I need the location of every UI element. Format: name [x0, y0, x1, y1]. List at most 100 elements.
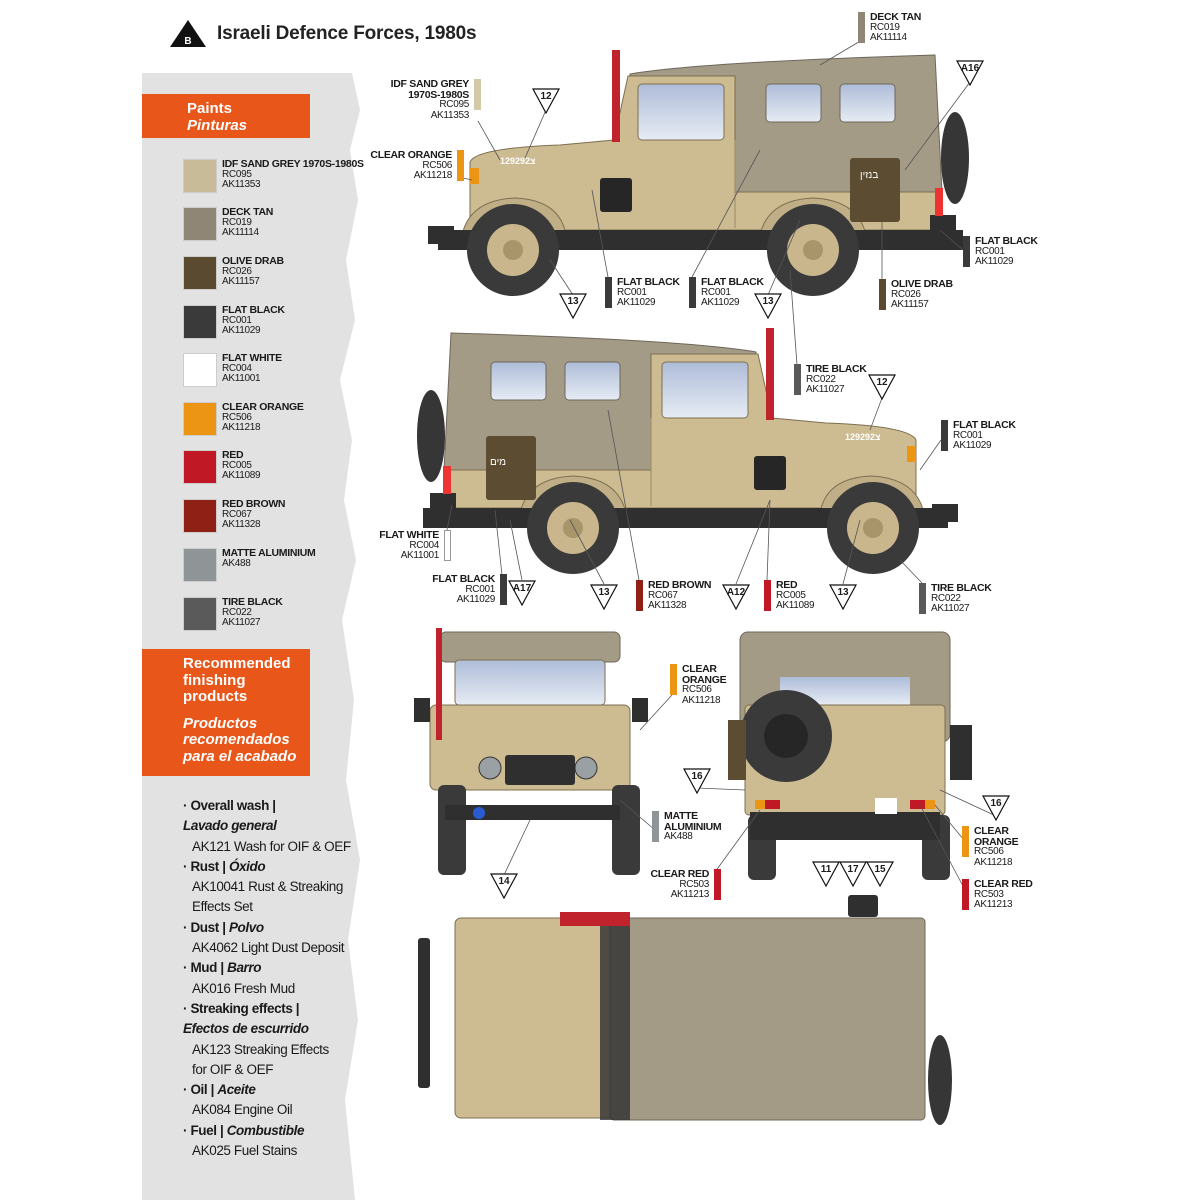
- callout-code: AK11089: [776, 600, 815, 611]
- triangle-marker-icon: [490, 873, 518, 899]
- color-chip: [183, 450, 217, 484]
- color-chip: [183, 499, 217, 533]
- color-chip: [183, 402, 217, 436]
- finishing-products-list: · Overall wash | Lavado general AK121 Wa…: [183, 798, 351, 1159]
- paint-name: CLEAR ORANGE: [222, 401, 304, 413]
- callout-code: AK11029: [701, 297, 740, 308]
- decal-marker: 13: [829, 584, 857, 610]
- paint-name: FLAT WHITE: [222, 352, 282, 364]
- callout-code: RC022: [806, 373, 836, 385]
- callout-code: RC503: [974, 888, 1004, 900]
- paint-name: FLAT BLACK: [222, 304, 285, 316]
- decal-number: 13: [598, 587, 610, 598]
- callout-name: CLEAR: [974, 825, 1009, 837]
- color-bar: [941, 420, 948, 451]
- callout-code: AK488: [664, 831, 693, 842]
- color-bar: [858, 12, 865, 43]
- decal-number: 12: [540, 91, 552, 102]
- decal-number: 11: [820, 864, 832, 875]
- triangle-marker-icon: [754, 293, 782, 319]
- callout-code: AK11213: [670, 889, 710, 900]
- triangle-marker-icon: [722, 584, 750, 610]
- decal-marker: 11: [812, 861, 840, 887]
- decal-number: 14: [498, 876, 510, 887]
- callout-code: AK11027: [806, 384, 845, 395]
- decal-marker: 16: [683, 768, 711, 794]
- callout-code: AK11328: [648, 600, 687, 611]
- callout-name: FLAT BLACK: [701, 276, 764, 288]
- paint-code: RC022: [222, 606, 252, 618]
- plate-decal: 129292צ: [500, 156, 536, 166]
- paint-code: RC005: [222, 459, 252, 471]
- water-can-decal: מים: [490, 457, 506, 468]
- triangle-marker-icon: [812, 861, 840, 887]
- callout-name-2: ALUMINIUM: [664, 820, 722, 833]
- callout-code: RC506: [974, 846, 1004, 857]
- paint-name: OLIVE DRAB: [222, 255, 284, 267]
- triangle-marker-icon: [868, 374, 896, 400]
- paint-name: TIRE BLACK: [222, 596, 283, 608]
- color-bar: [474, 79, 481, 110]
- paint-code: AK11353: [222, 179, 261, 190]
- decal-marker: 12: [868, 374, 896, 400]
- callout-code: RC001: [701, 286, 731, 298]
- front-plate-decal: 129292צ: [845, 432, 881, 442]
- callout-name: CLEAR RED: [650, 868, 709, 880]
- decal-marker: A16: [956, 60, 984, 86]
- color-bar: [670, 664, 677, 695]
- paint-code: AK11157: [222, 276, 260, 287]
- callout-name-2: ORANGE: [974, 835, 1019, 848]
- section-badge: B: [170, 20, 206, 53]
- decal-marker: 16: [982, 795, 1010, 821]
- callout-name: CLEAR ORANGE: [370, 149, 452, 161]
- color-chip: [183, 597, 217, 631]
- paint-name: MATTE ALUMINIUM: [222, 547, 316, 559]
- paint-code: RC004: [222, 362, 252, 374]
- callout-name: OLIVE DRAB: [891, 278, 953, 290]
- decal-number: 13: [567, 296, 579, 307]
- paint-code: RC001: [222, 314, 252, 326]
- color-bar: [444, 530, 451, 561]
- decal-marker: 13: [590, 584, 618, 610]
- triangle-marker-icon: [683, 768, 711, 794]
- callout-code: AK11027: [931, 603, 970, 614]
- callout-code: AK11218: [413, 170, 453, 181]
- color-bar: [714, 869, 721, 900]
- callout-code: RC506: [682, 684, 712, 695]
- color-chip: [183, 353, 217, 387]
- decal-marker: A17: [508, 580, 536, 606]
- paint-code: AK11001: [222, 373, 261, 384]
- color-chip: [183, 207, 217, 241]
- front-view: [414, 628, 648, 875]
- callout-code: RC503: [679, 878, 709, 890]
- paints-title: Paints: [187, 100, 233, 117]
- finish-item: · Mud | Barro: [183, 960, 262, 976]
- color-chip: [183, 548, 217, 582]
- section-badge-letter: B: [184, 36, 191, 47]
- decal-number: 17: [847, 864, 859, 875]
- triangle-marker-icon: [508, 580, 536, 606]
- decal-number: 13: [837, 587, 849, 598]
- decal-marker: A12: [722, 584, 750, 610]
- callout-name: FLAT BLACK: [975, 235, 1038, 247]
- finish-item: · Streaking effects |: [183, 1000, 300, 1016]
- decal-marker: 13: [559, 293, 587, 319]
- triangle-marker-icon: [829, 584, 857, 610]
- callout-code: AK11029: [456, 594, 496, 605]
- decal-marker: 14: [490, 873, 518, 899]
- fuel-can-decal: בנזין: [860, 170, 878, 181]
